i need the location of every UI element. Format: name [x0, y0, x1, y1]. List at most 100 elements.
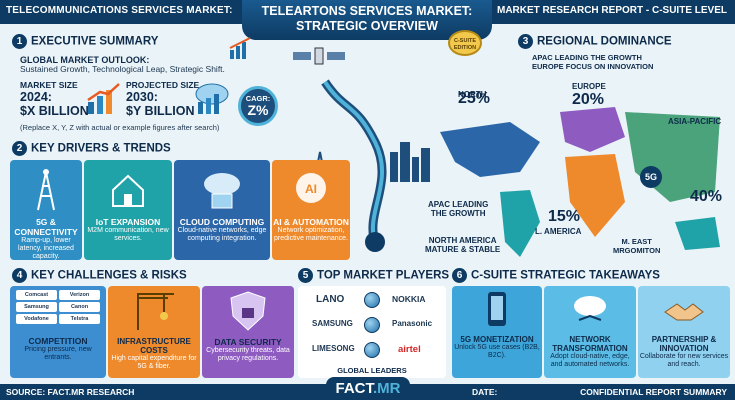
tower-icon — [37, 169, 55, 211]
source-text: SOURCE: FACT.MR RESEARCH — [6, 387, 135, 397]
title-line-2: STRATEGIC OVERVIEW — [296, 19, 438, 33]
apac-lead-note: APAC LEADING THE GROWTH — [428, 200, 488, 218]
region-lam-label: L. AMERICA — [535, 227, 582, 236]
world-map-illustration — [440, 107, 720, 257]
competitor-logo: Samsung — [16, 302, 57, 312]
drivers-title: KEY DRIVERS & TRENDS — [31, 142, 171, 155]
fiveg-badge: 5G — [640, 166, 662, 188]
smartphone-icon — [488, 292, 506, 326]
satellite-icon — [293, 47, 345, 65]
driver-desc: Cloud-native networks, edge computing in… — [177, 227, 267, 242]
section-number: 5 — [298, 268, 313, 283]
competitor-logo: Vodafone — [16, 314, 57, 324]
challenge-desc: Pricing pressure, new entrants. — [24, 346, 92, 361]
projected-size-block: PROJECTED SIZE 2030: $Y BILLION — [126, 80, 236, 118]
takeaway-desc: Unlock 5G use cases (B2B, B2C). — [454, 344, 540, 359]
driver-card: CLOUD COMPUTING Cloud-native networks, e… — [174, 160, 270, 260]
takeaway-desc: Collaborate for new services and reach. — [639, 353, 729, 368]
bar-growth-icon — [87, 83, 120, 114]
regional-title: REGIONAL DOMINANCE — [537, 35, 672, 48]
player-logo: SAMSUNG — [312, 319, 353, 328]
globe-icon — [364, 292, 380, 308]
header-left: TELECOMMUNICATIONS SERVICES MARKET: — [6, 5, 233, 16]
competitor-logo: Verizon — [59, 290, 100, 300]
takeaway-card: NETWORK TRANSFORMATION Adopt cloud-nativ… — [544, 286, 636, 378]
player-logo: NOKKIA — [392, 294, 426, 304]
competitor-logo: Comcast — [16, 290, 57, 300]
region-me-label-1: M. EAST — [621, 237, 652, 246]
svg-text:AI: AI — [305, 182, 317, 196]
competitor-logo-grid: Comcast Verizon Samsung Canon Vodafone T… — [10, 286, 106, 328]
player-logo: Panasonic — [392, 319, 433, 328]
cloud-server-icon — [204, 173, 240, 209]
city-skyline-icon — [390, 142, 430, 182]
players-footer: GLOBAL LEADERS — [337, 366, 407, 375]
region-europe-label: EUROPE — [572, 82, 606, 91]
player-logo: airtel — [398, 344, 421, 355]
section-number: 1 — [12, 34, 27, 49]
shield-lock-icon — [230, 291, 266, 331]
takeaway-card: 5G MONETIZATION Unlock 5G use cases (B2B… — [452, 286, 542, 378]
handshake-icon — [664, 303, 704, 321]
takeaways-title: C-SUITE STRATEGIC TAKEAWAYS — [471, 269, 660, 282]
challenges-header: 4 KEY CHALLENGES & RISKS — [12, 268, 187, 283]
date-label: DATE: — [472, 387, 498, 397]
globe-icon — [364, 342, 380, 358]
challenge-card: DATA SECURITY Cybersecurity threats, dat… — [202, 286, 294, 378]
outlook-block: GLOBAL MARKET OUTLOOK: Sustained Growth,… — [20, 55, 235, 75]
region-north-pct: 25% — [458, 90, 491, 107]
section-number: 4 — [12, 268, 27, 283]
regional-header: 3 REGIONAL DOMINANCE — [518, 34, 672, 49]
driver-title: CLOUD COMPUTING — [179, 217, 265, 227]
challenge-card: Comcast Verizon Samsung Canon Vodafone T… — [10, 286, 106, 378]
replace-note: (Replace X, Y, Z with actual or example … — [20, 123, 220, 132]
takeaway-title: NETWORK TRANSFORMATION — [552, 335, 628, 353]
region-europe: EUROPE 20% — [572, 82, 606, 109]
brand-part-2: .MR — [373, 380, 401, 397]
challenge-title: INFRASTRUCTURE COSTS — [117, 337, 191, 355]
driver-card: IoT EXPANSION M2M communication, new ser… — [84, 160, 172, 260]
trend-up-icon — [229, 37, 251, 59]
cagr-value: Z% — [247, 102, 269, 118]
na-line-1: NORTH AMERICA — [428, 236, 497, 245]
csuite-badge: C-SUITE EDITION — [448, 30, 482, 56]
projected-size-value: $Y BILLION — [126, 104, 195, 118]
challenge-title: DATA SECURITY — [214, 337, 282, 347]
projected-size-label: PROJECTED SIZE — [126, 80, 200, 90]
region-me-label-2: MRGOMITON — [613, 245, 661, 255]
fiber-cable-illustration — [293, 47, 430, 252]
takeaway-title: PARTNERSHIP & INNOVATION — [651, 335, 717, 353]
cloud-network-icon — [574, 296, 606, 321]
page-title: TELEARTONS SERVICES MARKET: STRATEGIC OV… — [242, 0, 492, 40]
region-me: M. EAST MRGOMITON — [613, 237, 661, 255]
takeaway-desc: Adopt cloud-native, edge, and automated … — [550, 353, 630, 368]
driver-desc: Ramp-up, lower latency, increased capaci… — [18, 237, 74, 260]
driver-desc: Network optimization, predictive mainten… — [274, 227, 348, 242]
region-north: NORTH 25% — [458, 90, 490, 108]
driver-card: 5G & CONNECTIVITY Ramp-up, lower latency… — [10, 160, 82, 260]
cagr-label: CAGR: — [245, 94, 271, 103]
region-europe-pct: 20% — [572, 91, 605, 108]
player-logo: LIMESONG — [312, 344, 355, 353]
region-lam-pct: 15% — [548, 208, 581, 225]
apac-lead-1: APAC LEADING — [428, 200, 489, 209]
header-right: MARKET RESEARCH REPORT - C-SUITE LEVEL — [496, 5, 727, 16]
challenges-title: KEY CHALLENGES & RISKS — [31, 269, 187, 282]
players-panel: LANO SAMSUNG LIMESONG NOKKIA Panasonic a… — [298, 286, 446, 378]
challenge-card: INFRASTRUCTURE COSTS High capital expend… — [108, 286, 200, 378]
region-north-label: NORTH — [458, 90, 487, 99]
region-apac-label: ASIA-PACIFIC — [668, 117, 722, 126]
crane-icon — [137, 293, 174, 330]
regional-subtitle: APAC LEADING THE GROWTH EUROPE FOCUS ON … — [532, 53, 653, 71]
apac-lead-2: THE GROWTH — [430, 209, 486, 218]
driver-title: IoT EXPANSION — [95, 217, 161, 227]
section-number: 3 — [518, 34, 533, 49]
driver-title: AI & AUTOMATION — [273, 217, 349, 227]
challenge-title: COMPETITION — [28, 336, 88, 346]
confidential-text: CONFIDENTIAL REPORT SUMMARY — [580, 387, 727, 397]
ai-brain-icon: AI — [296, 173, 326, 203]
